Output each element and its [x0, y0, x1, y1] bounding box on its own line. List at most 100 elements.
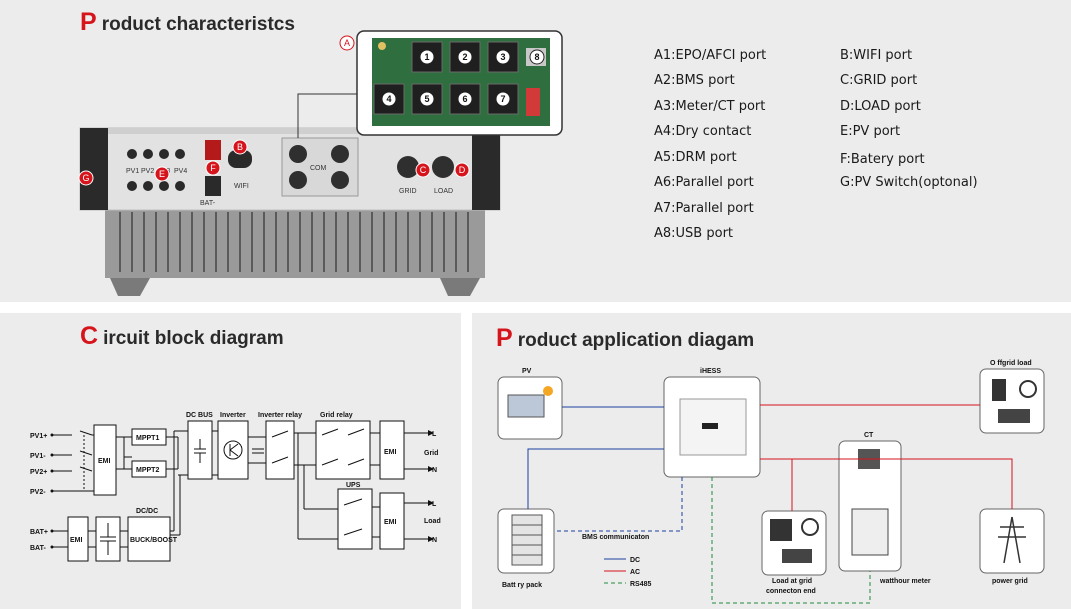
input-label-pv1-minus: PV1- — [30, 453, 46, 460]
legend-dc-label: DC — [630, 557, 640, 564]
battery-emi-label: EMI — [70, 537, 83, 544]
port-legend-item: A5:DRM port — [654, 150, 737, 165]
application-diagram: PV iHESS O ffgrid load CT BMS communicat… — [497, 360, 1045, 604]
pv1-label: PV1 — [126, 168, 139, 175]
panel-divider-horizontal — [0, 302, 1071, 313]
port-legend-item: E:PV port — [840, 124, 901, 139]
callout-leader-line — [297, 93, 360, 138]
port-number-5: 5 — [424, 94, 429, 104]
grid-emi-label: EMI — [384, 449, 397, 456]
power-grid-label: power grid — [992, 578, 1028, 585]
battery-port-negative — [205, 176, 221, 196]
port-legend-item: A4:Dry contact — [654, 124, 752, 139]
solar-panel-icon — [507, 394, 545, 418]
grid-relay-label: Grid relay — [320, 412, 353, 419]
pv-label: PV — [522, 368, 532, 375]
battery-stack-icon — [511, 514, 543, 566]
port-number-6: 6 — [462, 94, 467, 104]
grid-label: GRID — [399, 188, 417, 195]
legend-ac-label: AC — [630, 569, 640, 576]
com-glands — [289, 145, 349, 189]
load-emi-label: EMI — [384, 519, 397, 526]
load-label: LOAD — [434, 188, 453, 195]
ihess-label: iHESS — [700, 368, 721, 375]
com-board-zoom: 1 2 3 4 5 6 7 8 — [356, 30, 563, 136]
router-icon — [998, 409, 1030, 423]
offgrid-label: O ffgrid load — [990, 360, 1032, 367]
port-legend-item: C:GRID port — [840, 73, 918, 88]
battery-port-positive — [205, 140, 221, 160]
port-legend-item: A8:USB port — [654, 226, 734, 241]
offgrid-box — [979, 368, 1045, 434]
panel-divider-vertical — [461, 313, 472, 609]
port-number-2: 2 — [462, 52, 467, 62]
port-legend-item: D:LOAD port — [840, 99, 921, 114]
meter-label: watthour meter — [879, 578, 931, 585]
emi-block-label: EMI — [98, 458, 111, 465]
battery-label: Batt ry pack — [502, 582, 542, 589]
buck-boost-label: BUCK/BOOST — [130, 537, 178, 544]
port-number-8: 8 — [534, 52, 539, 62]
bms-label: BMS communicaton — [582, 534, 649, 541]
port-number-7: 7 — [500, 94, 505, 104]
power-tower-icon — [998, 516, 1026, 564]
port-legend-item: A1:EPO/AFCI port — [654, 48, 767, 63]
port-legend-item: B:WIFI port — [840, 48, 913, 63]
inverter-relay-label: Inverter relay — [258, 412, 302, 419]
fridge-icon — [992, 379, 1006, 401]
ac-connectors — [397, 156, 454, 178]
port-legend-item: A2:BMS port — [654, 73, 735, 88]
input-label-pv2-plus: PV2+ — [30, 469, 47, 476]
port-legend-item: F:Batery port — [840, 152, 925, 167]
wifi-module — [228, 150, 252, 168]
projector-icon — [782, 549, 812, 563]
pv2-label: PV2 — [141, 168, 154, 175]
right-foot — [440, 278, 480, 296]
output-grid-l: L — [432, 431, 437, 438]
port-number-3: 3 — [500, 52, 505, 62]
input-label-pv2-minus: PV2- — [30, 489, 46, 496]
washer-icon — [770, 519, 792, 541]
load-bulb-icon — [801, 518, 819, 536]
watthour-meter-icon — [851, 508, 889, 556]
port-legend-item: G:PV Switch(optonal) — [840, 175, 978, 190]
mppt1-label: MPPT1 — [136, 435, 159, 442]
load-grid-label-1: Load at grid — [772, 578, 812, 585]
circuit-diagram: PV1+ PV1- PV2+ PV2- BAT+ BAT- EMI MPPT1 … — [30, 412, 441, 562]
ups-label: UPS — [346, 482, 361, 489]
dc-bus-label: DC BUS — [186, 412, 213, 419]
mppt2-label: MPPT2 — [136, 467, 159, 474]
ct-label: CT — [864, 432, 874, 439]
load-grid-label-2: connecton end — [766, 588, 816, 595]
pv-connectors — [127, 149, 185, 191]
left-side-cover — [80, 128, 108, 210]
heatsink-fins — [119, 212, 469, 272]
sun-icon — [543, 386, 553, 396]
port-legend-item: A6:Parallel port — [654, 175, 754, 190]
left-foot — [110, 278, 150, 296]
output-grid-n: N — [432, 467, 437, 474]
output-load-n: N — [432, 537, 437, 544]
right-side-cover — [472, 128, 500, 210]
bat-label: BAT- — [200, 200, 216, 207]
port-legend-item: A3:Meter/CT port — [654, 99, 766, 114]
port-legend-item: A7:Parallel port — [654, 201, 754, 216]
input-label-pv1-plus: PV1+ — [30, 433, 47, 440]
legend-rs485-label: RS485 — [630, 581, 652, 588]
bulb-icon — [1019, 380, 1037, 398]
inverter-label: Inverter — [220, 412, 246, 419]
port-number-1: 1 — [424, 52, 429, 62]
pv4-label: PV4 — [174, 168, 187, 175]
pv3-label: PV3 — [157, 168, 170, 175]
inverter-illustration: PV1 PV2 PV3 PV4 BAT- WIFI COM GRID LOAD — [79, 93, 501, 296]
output-load-label: Load — [424, 518, 441, 525]
input-label-bat-plus: BAT+ — [30, 529, 48, 536]
port-number-4: 4 — [386, 94, 391, 104]
output-load-l: L — [432, 501, 437, 508]
